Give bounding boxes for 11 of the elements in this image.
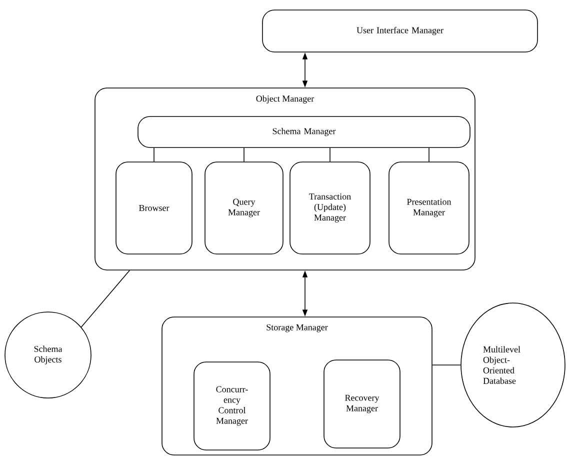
manager-box: User Interface Manager [262,10,538,52]
manager-box: Browser [116,162,192,254]
connector [428,148,430,162]
manager-box: Concurr- ency Control Manager [194,362,270,450]
manager-box: Transaction (Update) Manager [290,162,370,254]
connector [432,364,461,366]
manager-box: Schema Manager [138,116,470,148]
manager-box: Presentation Manager [388,162,470,254]
connector [80,270,130,328]
manager-box: Query Manager [204,162,284,254]
manager-box: Recovery Manager [324,360,400,448]
